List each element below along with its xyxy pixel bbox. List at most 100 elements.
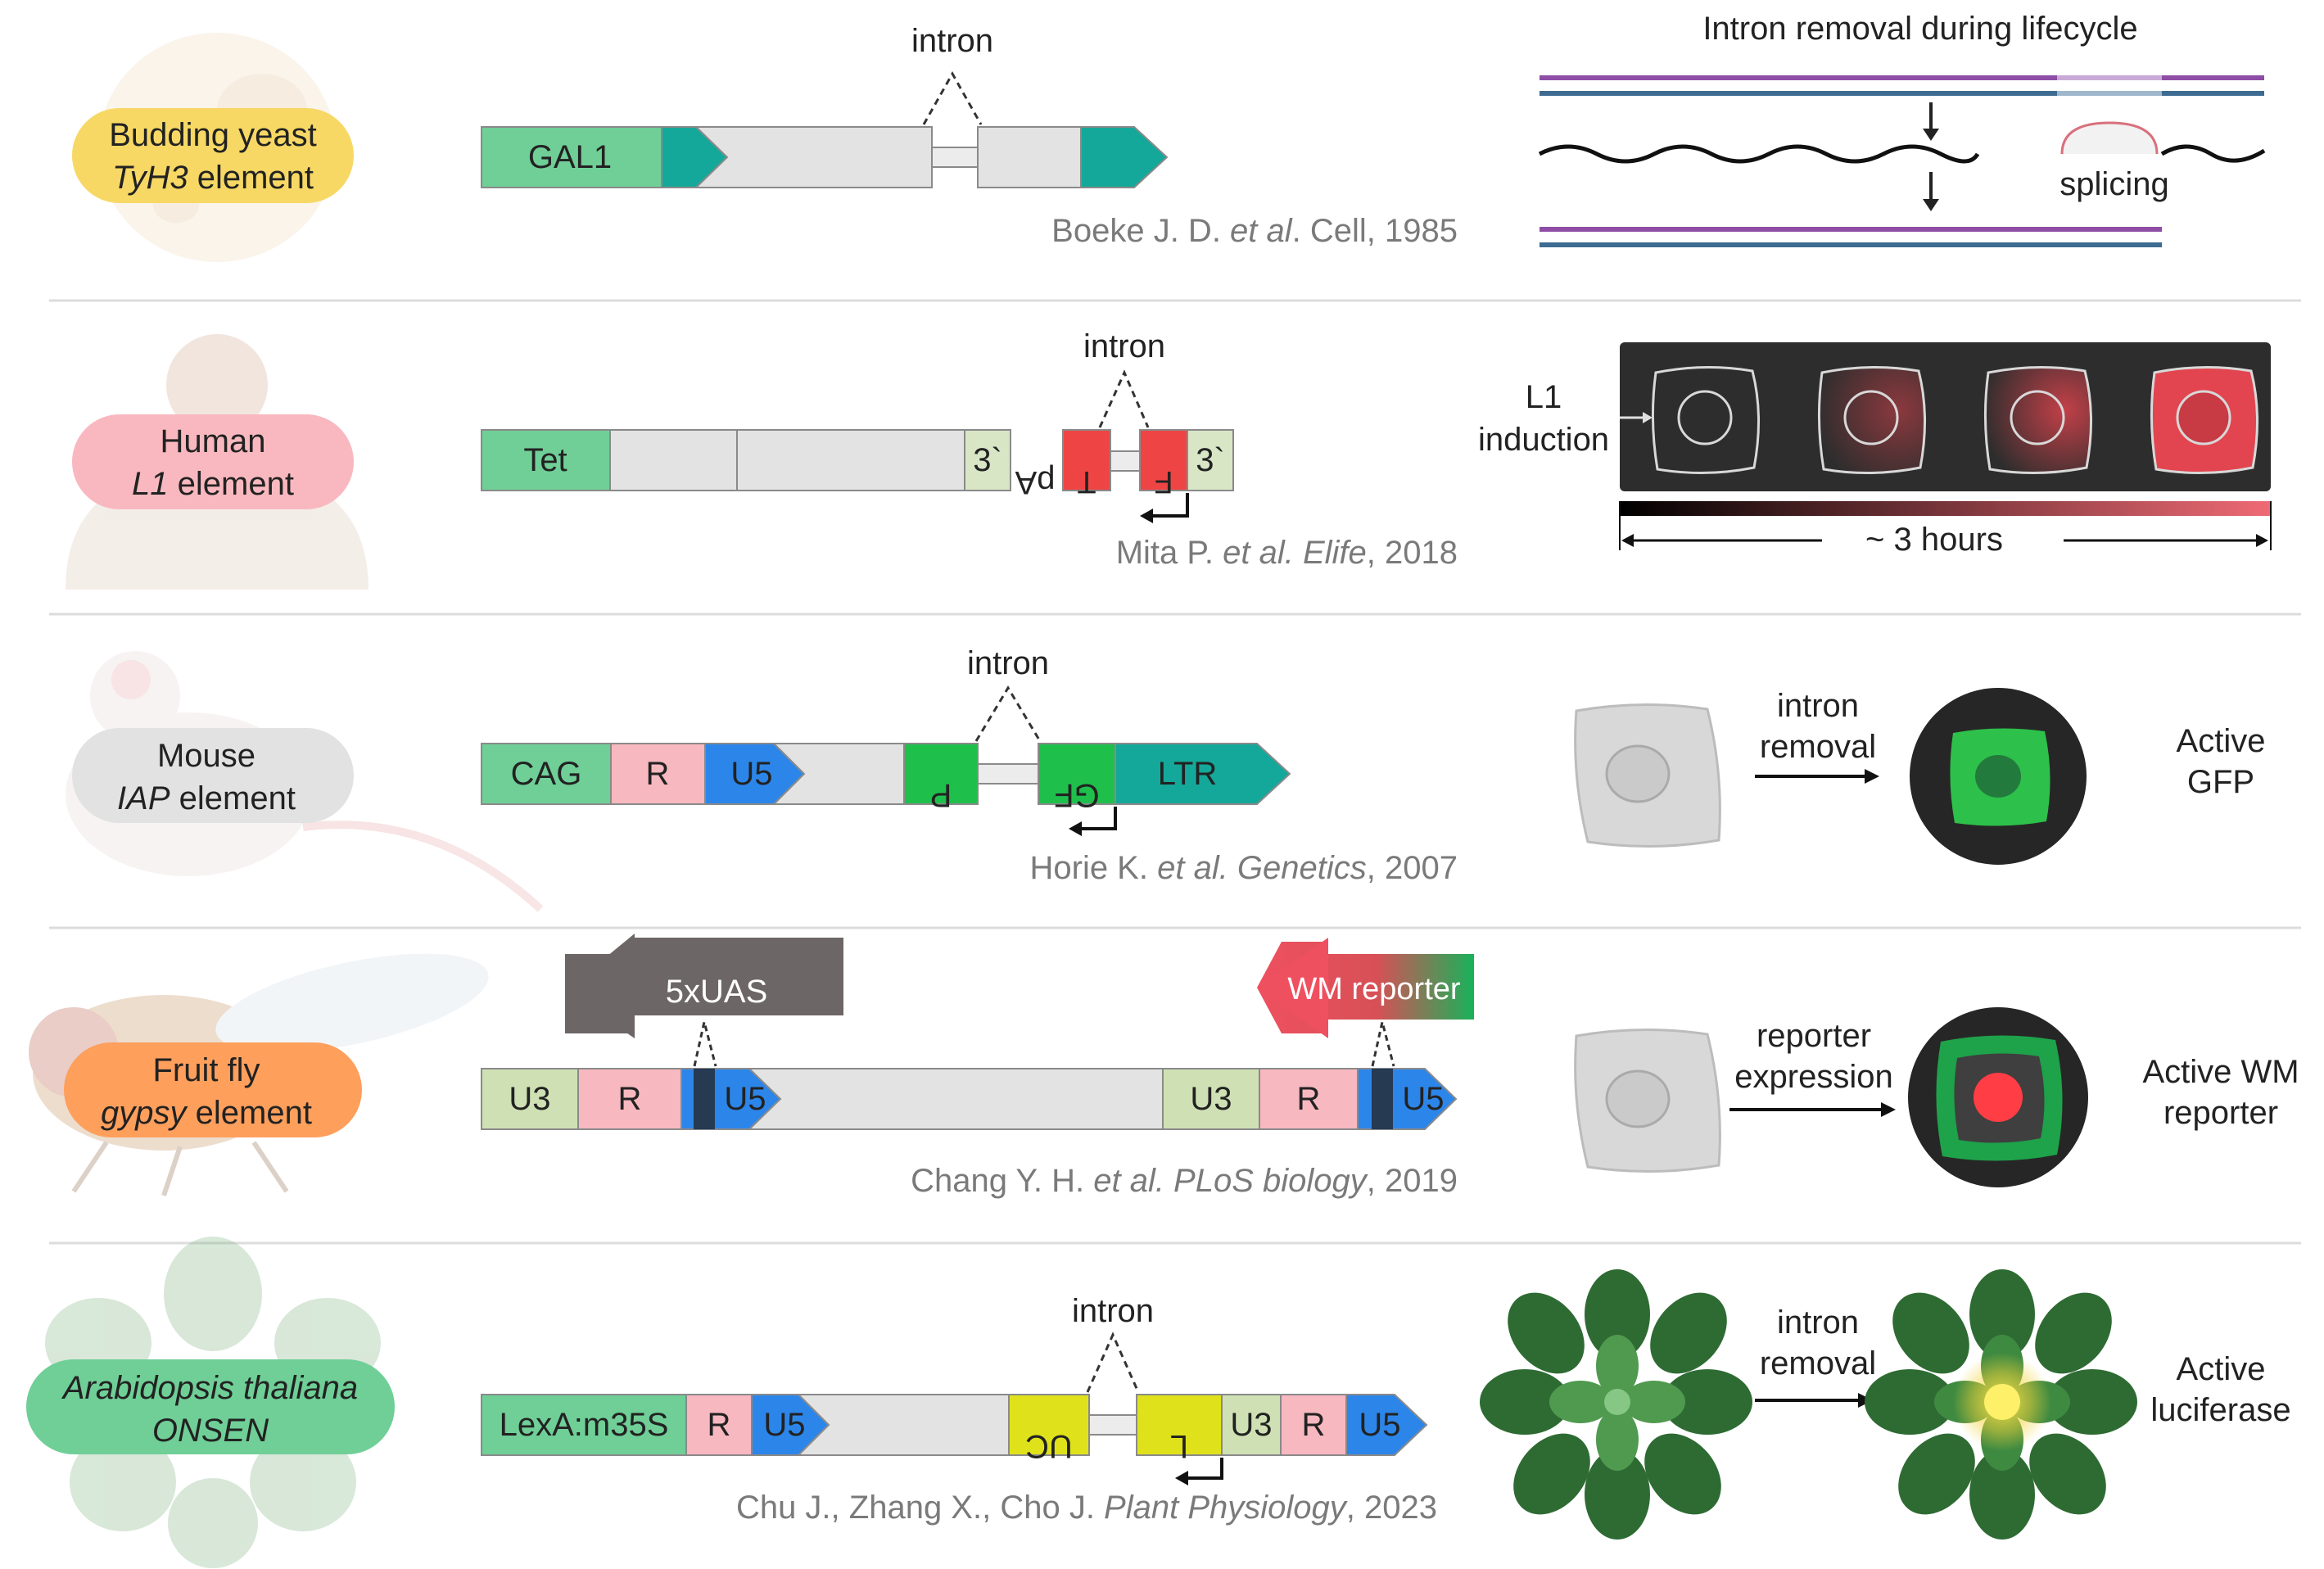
f-block	[1139, 429, 1188, 491]
step-label-2: removal	[1760, 1345, 1876, 1381]
uas-site-2	[1372, 1069, 1393, 1129]
r-block-1	[685, 1394, 753, 1456]
citation: Chang Y. H. et al. PLoS biology, 2019	[911, 1163, 1458, 1199]
f-label: F	[1154, 464, 1173, 499]
step-label: intron	[1777, 688, 1859, 724]
time-label: ~ 3 hours	[1865, 522, 2003, 558]
organism-name: Human	[161, 423, 266, 459]
rosette-plain	[1480, 1269, 1752, 1540]
row-mouse: Mouse IAP element CAG R U5 P GF LTR intr…	[66, 645, 2266, 912]
step-label: reporter	[1757, 1018, 1871, 1054]
r-label-2: R	[1302, 1407, 1326, 1443]
organism-name: Budding yeast	[109, 117, 317, 153]
r-label: R	[646, 756, 670, 792]
organism-name: Mouse	[157, 738, 255, 774]
organism-label-fly	[64, 1042, 362, 1137]
rosette-glowing	[1865, 1269, 2137, 1540]
u3-label-1: U3	[509, 1081, 550, 1117]
organism-label-arabidopsis	[26, 1359, 395, 1454]
organism-name: Arabidopsis thaliana	[61, 1370, 358, 1406]
r-block-1	[577, 1068, 682, 1130]
result-label: Active WM	[2142, 1054, 2299, 1090]
intron-dashes	[1086, 1332, 1140, 1393]
element-name: L1 element	[132, 466, 294, 502]
citation: Chu J., Zhang X., Cho J. Plant Physiolog…	[736, 1490, 1437, 1526]
body-block	[747, 1068, 1164, 1130]
cag-block	[481, 743, 612, 805]
intron-dashes	[922, 70, 983, 125]
splicing-label: splicing	[2059, 166, 2168, 202]
citation: Boeke J. D. et al. Cell, 1985	[1051, 213, 1458, 249]
gf-label: GF	[1054, 777, 1100, 813]
utr-block-1	[964, 429, 1011, 491]
gfp-panel: intron removal Active GFP	[1574, 688, 2266, 865]
construct-fly: 5xUAS WM reporter U3 R U5 U3 R U5	[481, 934, 1474, 1130]
result-label-2: luciferase	[2150, 1392, 2290, 1428]
l-label: L	[1170, 1428, 1188, 1464]
uas-dashes-1	[693, 1021, 717, 1067]
uas-dashes-2	[1371, 1021, 1395, 1067]
citation: Mita P. et al. Elife, 2018	[1116, 535, 1458, 571]
result-label: Active	[2177, 1351, 2266, 1387]
pa-label: pA	[1015, 464, 1055, 500]
u3-block-1	[481, 1068, 579, 1130]
row-human: Human L1 element Tet 3` pA T F 3` intron…	[66, 328, 2272, 590]
utr-block-2	[1187, 429, 1234, 491]
r-block-2	[1259, 1068, 1359, 1130]
element-name: IAP element	[117, 780, 296, 816]
element-name: gypsy element	[101, 1095, 312, 1131]
step-label: intron	[1777, 1304, 1859, 1341]
intron-label: intron	[1083, 328, 1165, 364]
wm-reporter-panel: reporter expression Active WM reporter	[1574, 1007, 2299, 1187]
organism-name: Fruit fly	[152, 1052, 260, 1088]
u5-label-1: U5	[763, 1407, 805, 1443]
uas-arrow-head	[565, 934, 635, 1038]
l-block	[1136, 1394, 1223, 1456]
organism-label-human	[72, 414, 354, 509]
lexa-label: LexA:m35S	[500, 1407, 669, 1443]
orf1-block	[609, 429, 738, 491]
r-block-2	[1280, 1394, 1347, 1456]
orf2-block	[736, 429, 965, 491]
r-label-1: R	[708, 1407, 731, 1443]
cell-frames	[1651, 365, 2259, 475]
u5-label: U5	[730, 756, 772, 792]
ltr-label: LTR	[1158, 756, 1218, 792]
microscopy-strip	[1620, 342, 2271, 491]
u5-label-2: U5	[1402, 1081, 1444, 1117]
intron-label: intron	[1072, 1293, 1154, 1329]
element-name: ONSEN	[152, 1413, 269, 1449]
construct-human: Tet 3` pA T F 3` intron	[481, 328, 1234, 523]
uc-label: UC	[1025, 1428, 1073, 1464]
terminal-arrow	[1080, 126, 1169, 188]
step-label-2: expression	[1734, 1059, 1892, 1095]
intron-block	[1110, 450, 1141, 472]
uc-block	[1008, 1394, 1090, 1456]
u3-label-2: U3	[1190, 1081, 1232, 1117]
intron-block	[977, 763, 1039, 784]
p-block	[903, 743, 979, 805]
intron-dashes	[1098, 369, 1150, 428]
time-gradient-bar	[1620, 501, 2271, 516]
construct-arabidopsis: LexA:m35S R U5 UC L U3 R U5 intron	[481, 1293, 1428, 1485]
t-label: T	[1077, 464, 1096, 499]
element-name: TyH3 element	[112, 160, 314, 196]
result-label-2: GFP	[2187, 764, 2254, 800]
wm-reporter-label: WM reporter	[1287, 972, 1460, 1006]
construct-mouse: CAG R U5 P GF LTR intron	[481, 645, 1291, 836]
u5-label-1: U5	[724, 1081, 766, 1117]
reverse-promoter-arrow	[1186, 1458, 1223, 1480]
cag-label: CAG	[511, 756, 582, 792]
intron-block	[1088, 1414, 1137, 1436]
construct-yeast: GAL1 intron	[481, 23, 1169, 188]
body-block	[796, 1394, 1010, 1456]
gal1-label: GAL1	[528, 139, 612, 175]
row-yeast: Budding yeast TyH3 element GAL1 intron B…	[72, 11, 2266, 262]
u5-block-2	[1345, 1394, 1428, 1456]
rna-wave	[1538, 144, 1980, 164]
r-label-1: R	[618, 1081, 642, 1117]
uas-site-1	[694, 1069, 715, 1129]
result-label: Active	[2177, 723, 2266, 759]
r-label-2: R	[1297, 1081, 1321, 1117]
